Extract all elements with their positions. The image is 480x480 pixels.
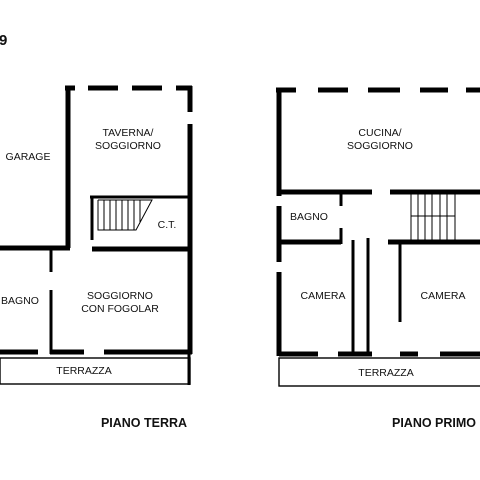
room-label-camera-right: CAMERA [421,290,466,302]
room-label-ct: C.T. [158,219,177,231]
room-label-garage: GARAGE [6,151,51,163]
room-label-camera-left: CAMERA [301,290,346,302]
first-floor-title: PIANO PRIMO [392,416,476,430]
room-label-taverna-1: TAVERNA/ [103,127,154,139]
room-label-bagno-ground: BAGNO [1,295,39,307]
sheet-number: 9 [0,32,7,49]
first-floor-stairs [410,193,456,241]
ground-floor-plan: GARAGE TAVERNA/ SOGGIORNO C.T. BAGNO SOG… [0,85,193,430]
room-label-soggiorno-1: SOGGIORNO [87,290,153,302]
room-label-terrazza-ground: TERRAZZA [56,365,111,377]
ground-floor-title: PIANO TERRA [101,416,187,430]
room-label-taverna-2: SOGGIORNO [95,140,161,152]
room-label-cucina-1: CUCINA/ [358,127,401,139]
room-label-bagno-first: BAGNO [290,211,328,223]
room-label-soggiorno-2: CON FOGOLAR [81,303,159,315]
room-label-cucina-2: SOGGIORNO [347,140,413,152]
room-label-terrazza-first: TERRAZZA [358,367,413,379]
ground-floor-stairs [97,199,153,231]
first-floor-plan: CUCINA/ SOGGIORNO BAGNO CAMERA CAMERA TE… [276,87,480,430]
